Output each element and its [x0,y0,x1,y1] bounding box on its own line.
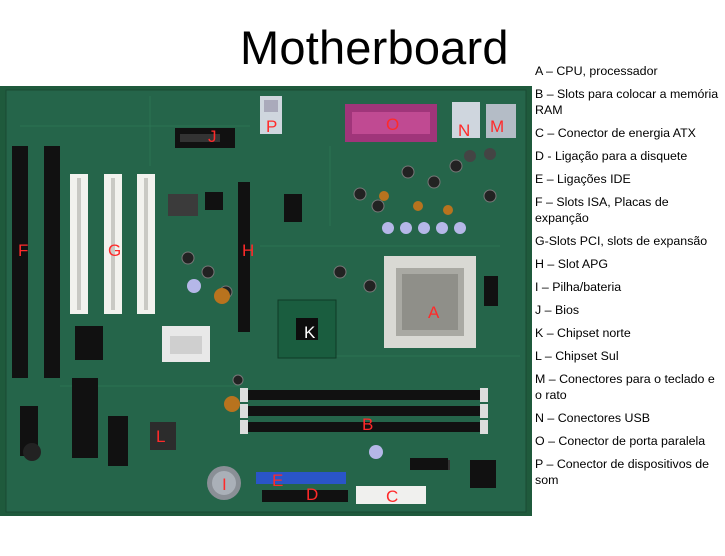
board-label-l: L [156,427,165,446]
board-label-o: O [386,115,399,134]
board-label-j: J [208,127,217,146]
legend-item-e: E – Ligações IDE [535,172,631,186]
legend-item-h: H – Slot APG [535,257,609,271]
legend-item-p: P – Conector de dispositivos de som [535,457,710,487]
board-label-b: B [362,415,373,434]
board-label-g: G [108,241,121,260]
legend-item-c: C – Conector de energia ATX [535,126,696,140]
board-label-m: M [490,117,504,136]
board-label-c: C [386,487,398,506]
page-title: Motherboard [240,21,509,74]
board-label-d: D [306,485,318,504]
legend-list: A – CPU, processador B – Slots para colo… [535,63,723,495]
legend-item-o: O – Conector de porta paralela [535,434,706,448]
board-label-i: I [222,475,227,494]
board-label-k: K [304,323,316,342]
board-label-f: F [18,241,28,260]
board-label-h: H [242,241,254,260]
legend-item-n: N – Conectores USB [535,411,651,425]
board-label-e: E [272,471,283,490]
legend-item-k: K – Chipset norte [535,326,631,340]
board-label-p: P [266,117,277,136]
board-label-n: N [458,121,470,140]
legend-item-g: G-Slots PCI, slots de expansão [535,234,708,248]
legend-item-a: A – CPU, processador [535,64,658,78]
legend-item-l: L – Chipset Sul [535,349,619,363]
legend-item-j: J – Bios [535,303,580,317]
motherboard-image: A B C D E F G H I J K L M N O P [0,86,532,516]
legend-item-m: M – Conectores para o teclado e o rato [535,372,715,402]
board-label-a: A [428,303,440,322]
legend-item-f: F – Slots ISA, Placas de expanção [535,195,669,225]
legend-item-i: I – Pilha/bateria [535,280,622,294]
legend-item-d: D - Ligação para a disquete [535,149,688,163]
legend-item-b: B – Slots para colocar a memória RAM [535,87,719,117]
